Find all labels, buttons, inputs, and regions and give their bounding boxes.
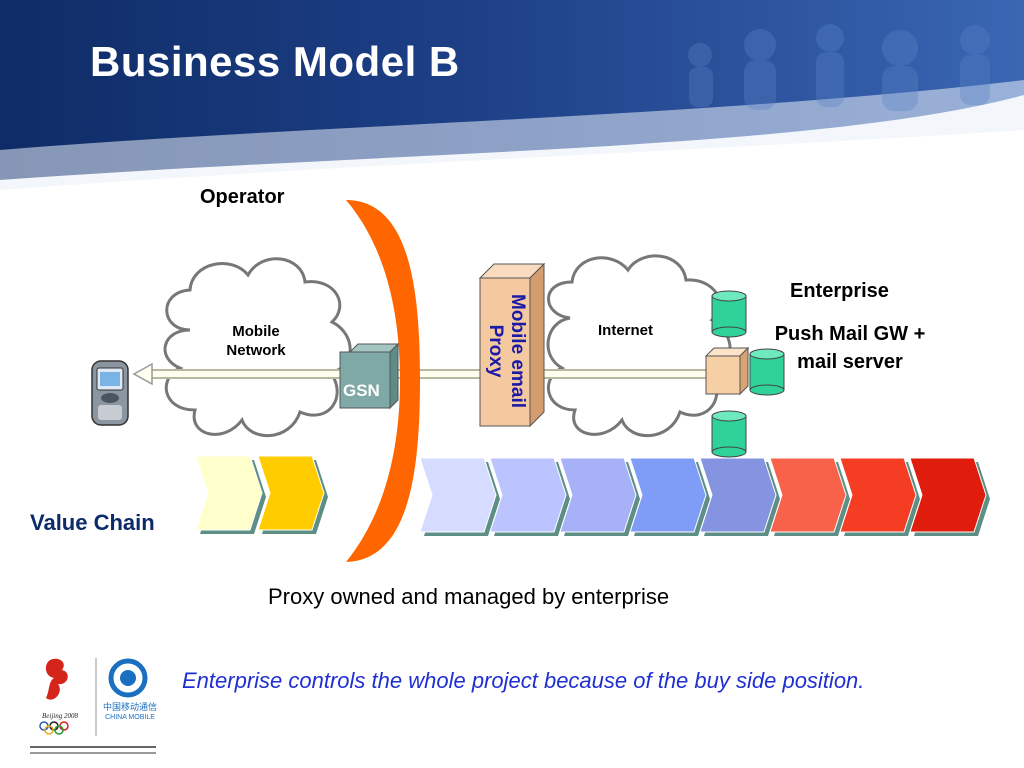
value-chain-enterprise-chevron-7: [839, 457, 917, 533]
value-chain-enterprise-group: [419, 457, 990, 536]
internet-label: Internet: [598, 322, 654, 339]
proxy-label-box: Mobile email Proxy: [478, 286, 528, 416]
push-mail-gw-label: Push Mail GW + mail server: [774, 323, 926, 373]
header-band: [0, 0, 1024, 190]
enterprise-server-cylinder-bottom: [711, 410, 747, 458]
slide-title: Business Model B: [90, 38, 460, 85]
crowd-silhouettes: [688, 24, 990, 111]
value-chain-operator-group: [195, 455, 328, 534]
mobile-email-proxy-label: Mobile email Proxy: [485, 293, 528, 409]
value-chain-enterprise-chevron-3: [559, 457, 637, 533]
china-mobile-en-text: CHINA MOBILE: [105, 714, 155, 721]
operator-boundary-arc: [346, 200, 420, 562]
china-mobile-cn-text: 中国移动通信: [102, 703, 157, 713]
beijing-2008-text: Beijing 2008: [42, 712, 78, 720]
gsn-box: [339, 342, 400, 410]
value-chain-label: Value Chain: [30, 510, 155, 535]
operator-label: Operator: [200, 186, 285, 208]
beijing-2008-logo: [30, 654, 156, 754]
internet-cloud: [546, 254, 732, 437]
push-mail-gateway-box: [704, 346, 750, 396]
value-chain-enterprise-chevron-8: [909, 457, 987, 533]
connection-arrowhead: [132, 362, 153, 386]
value-chain-enterprise-chevron-6: [769, 457, 847, 533]
footer-logos: Beijing 2008 中国移动通信 CHINA MOBILE: [28, 648, 160, 760]
value-chain-enterprise-chevron-2: [489, 457, 567, 533]
mobile-network-label: Mobile Network: [226, 323, 286, 359]
mobile-email-proxy-box: [478, 262, 546, 428]
value-chain-operator-chevron-1: [195, 455, 263, 531]
value-chain-enterprise-chevron-5: [699, 457, 777, 533]
value-chain-enterprise-chevron-4: [629, 457, 707, 533]
gsn-label: GSN: [343, 381, 380, 400]
value-chain-enterprise-chevron-1: [419, 457, 497, 533]
proxy-ownership-note: Proxy owned and managed by enterprise: [268, 584, 670, 609]
enterprise-server-cylinder-top: [711, 290, 747, 338]
mobile-phone-icon: [91, 360, 129, 426]
enterprise-label: Enterprise: [790, 280, 889, 302]
value-chain-operator-chevron-2: [257, 455, 325, 531]
enterprise-control-note: Enterprise controls the whole project be…: [182, 668, 865, 693]
enterprise-server-cylinder-middle: [749, 348, 785, 396]
